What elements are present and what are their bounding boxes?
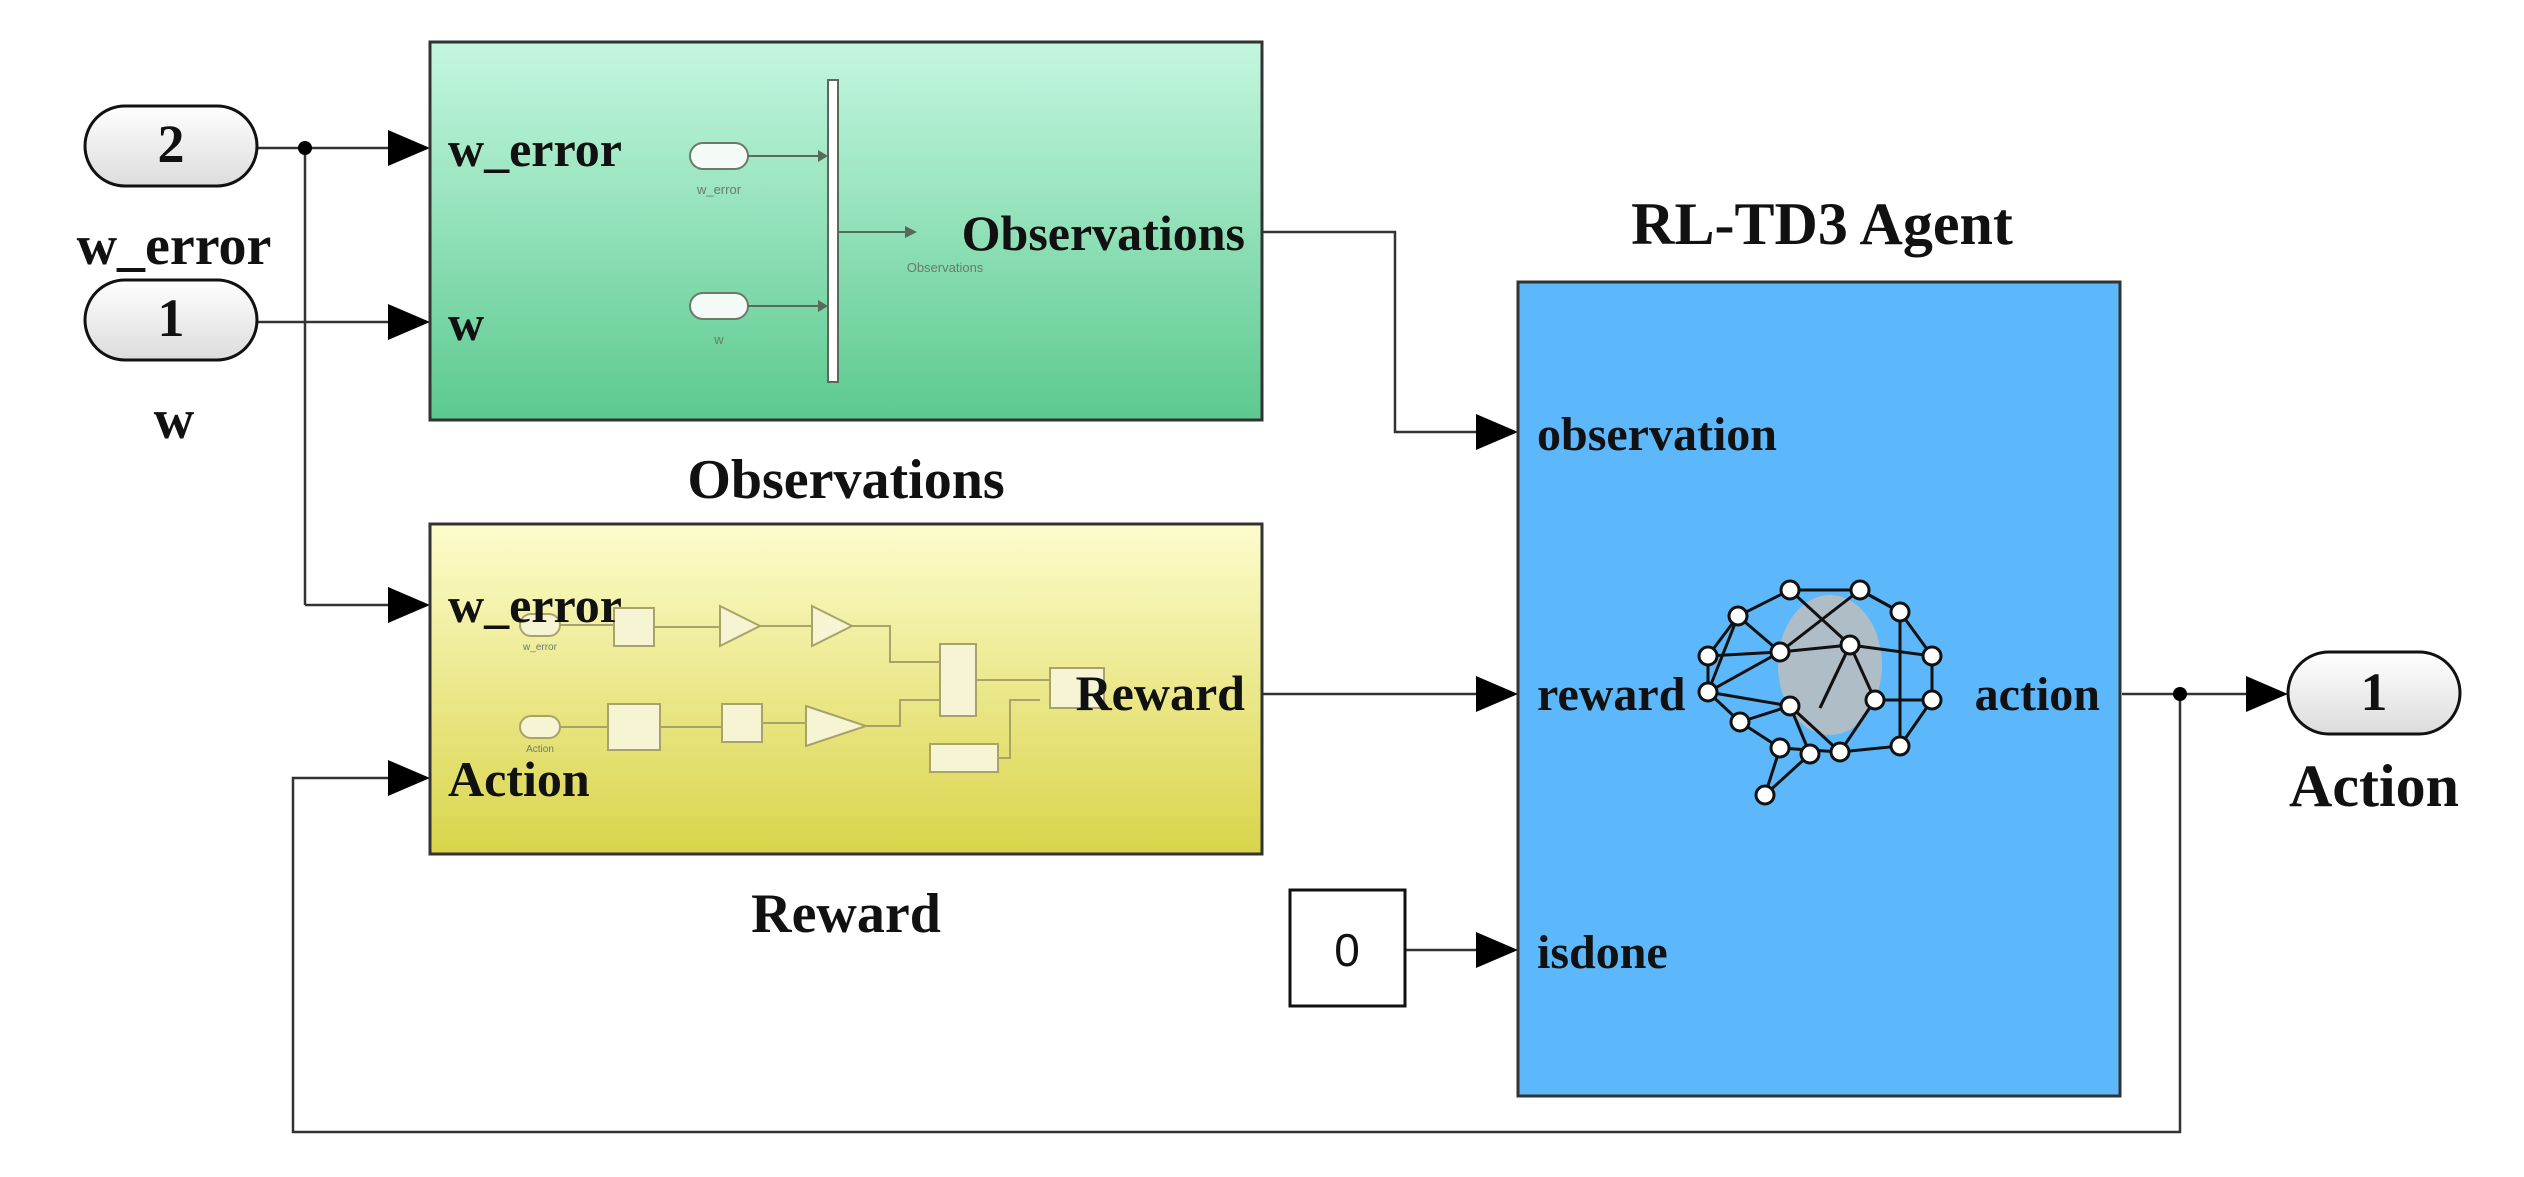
- arrow-head: [1476, 414, 1518, 450]
- port-label-w-error: w_error: [448, 577, 622, 633]
- port-label-observations: Observations: [962, 205, 1245, 261]
- arrow-head: [388, 760, 430, 796]
- port-label-reward: Reward: [1076, 665, 1246, 721]
- reward-inner-blocks: [519, 604, 1105, 773]
- arrow-head: [388, 587, 430, 623]
- inner-label: w: [713, 332, 724, 347]
- branch-point: [2173, 687, 2187, 701]
- inner-label: Observations: [907, 260, 984, 275]
- mux-block: [827, 79, 839, 383]
- inner-label: Action: [526, 744, 554, 755]
- inport-w-error[interactable]: 2: [83, 104, 259, 188]
- arrow-head: [388, 304, 430, 340]
- port-label-reward: reward: [1537, 668, 1686, 721]
- inport-label: w_error: [77, 215, 272, 277]
- reward-title: Reward: [751, 883, 941, 945]
- inner-inport: [689, 292, 749, 320]
- inport-number: 2: [158, 114, 185, 174]
- observations-title: Observations: [687, 449, 1004, 511]
- inner-label: w_error: [522, 642, 558, 653]
- line-action-feedback: [291, 694, 2182, 1134]
- signal-lines: [258, 146, 2248, 1134]
- line-observations: [1262, 230, 1478, 434]
- constant-value: 0: [1334, 924, 1360, 976]
- outport-number: 1: [2361, 662, 2388, 722]
- arrow-head: [2246, 676, 2288, 712]
- arrowheads: [388, 130, 2288, 968]
- port-label-isdone: isdone: [1537, 926, 1668, 979]
- observations-subsystem[interactable]: w_error w Observations w_error w Observa…: [428, 40, 1264, 422]
- arrow-head: [1476, 932, 1518, 968]
- inport-number: 1: [158, 288, 185, 348]
- inner-inport: [689, 142, 749, 170]
- port-label-action: action: [1975, 668, 2100, 721]
- inner-label: w_error: [696, 182, 742, 197]
- arrow-head: [1476, 676, 1518, 712]
- port-label-action: Action: [448, 751, 590, 807]
- rl-agent-block[interactable]: observation reward isdone action: [1516, 280, 2122, 1098]
- neural-network-brain-icon: [1697, 579, 1943, 806]
- branch-point: [298, 141, 312, 155]
- reward-subsystem[interactable]: w_error Action w_error Action Reward: [428, 522, 1264, 856]
- agent-title: RL-TD3 Agent: [1631, 191, 2013, 257]
- port-label-w: w: [448, 295, 484, 351]
- port-label-observation: observation: [1537, 408, 1777, 461]
- outport-action[interactable]: 1: [2286, 650, 2462, 736]
- outport-label: Action: [2289, 753, 2459, 819]
- inport-w[interactable]: 1: [83, 278, 259, 362]
- inport-label: w: [154, 389, 195, 451]
- constant-block[interactable]: 0: [1288, 888, 1407, 1008]
- port-label-w-error: w_error: [448, 121, 622, 177]
- arrow-head: [388, 130, 430, 166]
